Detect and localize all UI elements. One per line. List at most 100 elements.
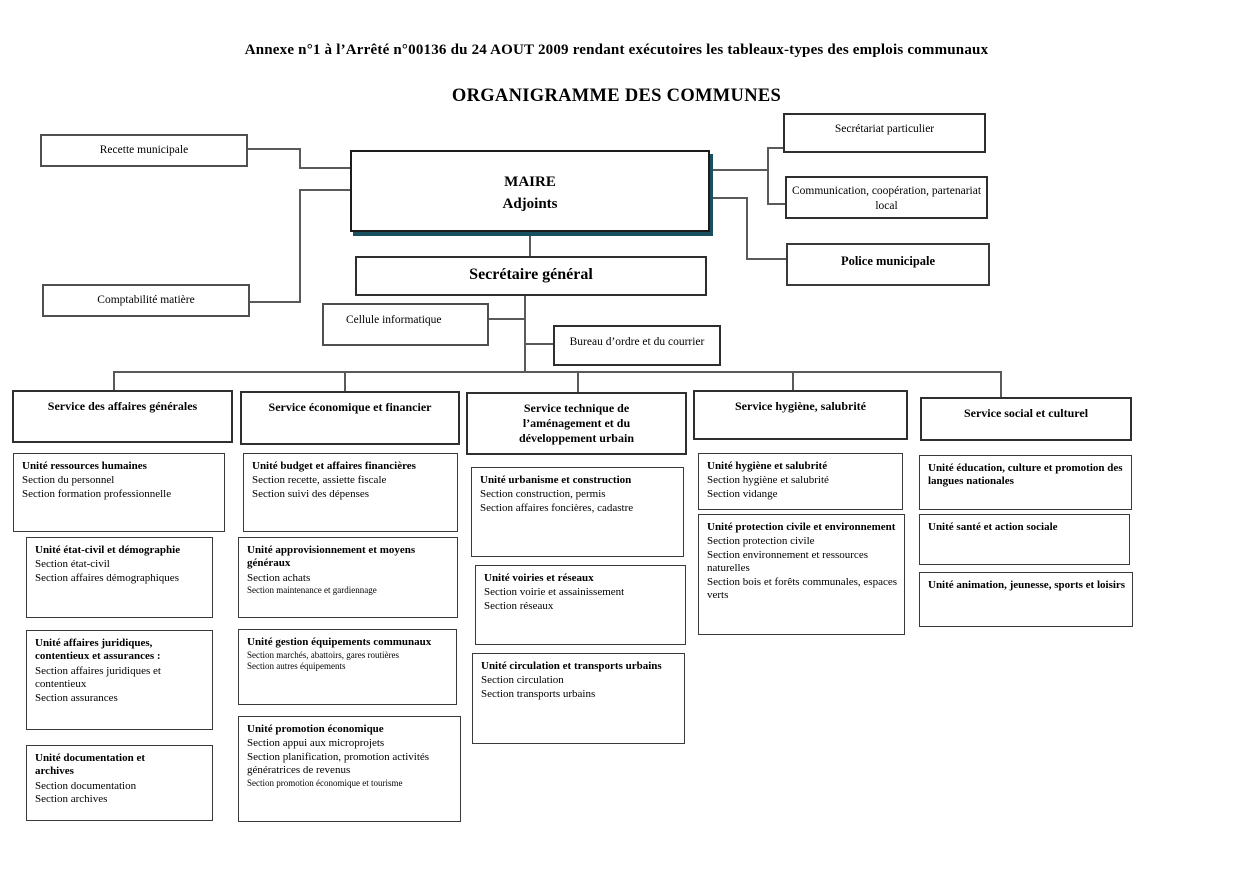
unit-title: Unité voiries et réseaux <box>484 572 594 584</box>
section-line: Section planification, promotion activit… <box>247 750 430 777</box>
node-recette-municipale: Recette municipale <box>40 134 248 167</box>
unit-title: Unité hygiène et salubrité <box>707 460 828 472</box>
connector-secretariat-h <box>767 147 783 149</box>
unit-box-sante-action-sociale: Unité santé et action sociale <box>919 514 1130 565</box>
connector-drop-service2 <box>344 371 346 391</box>
connector-police-h1 <box>708 197 748 199</box>
service-box-technique: Service technique de l’aménagement et du… <box>466 392 687 455</box>
unit-box-education-culture: Unité éducation, culture et promotion de… <box>919 455 1132 510</box>
node-label: Recette municipale <box>99 144 189 156</box>
section-line: Section environnement et ressources natu… <box>707 548 868 575</box>
connector-police-h2 <box>746 258 786 260</box>
section-line: Section formation professionnelle <box>22 487 172 500</box>
service-label: Service hygiène, salubrité <box>735 399 866 413</box>
unit-box-promotion-economique: Unité promotion économique Section appui… <box>238 716 461 822</box>
section-line: Section recette, assiette fiscale <box>252 474 387 487</box>
annexe-title: Annexe n°1 à l’Arrêté n°00136 du 24 AOUT… <box>244 42 989 58</box>
unit-title: Unité santé et action sociale <box>928 521 1058 533</box>
connector-recette-h2 <box>299 167 350 169</box>
section-line: Section voirie et assainissement <box>484 586 625 599</box>
node-communication: Communication, coopération, partenariat … <box>785 176 988 219</box>
service-label: Service des affaires générales <box>47 399 198 413</box>
node-label: Bureau d’ordre et du courrier <box>569 336 705 348</box>
unit-title: Unité éducation, culture et promotion de… <box>928 462 1123 488</box>
node-police-municipale: Police municipale <box>786 243 990 286</box>
service-label: Service technique de l’aménagement et du… <box>518 401 634 445</box>
connector-drop-service5 <box>1000 371 1002 397</box>
connector-comptabilite-v <box>299 189 301 303</box>
section-line: Section promotion économique et tourisme <box>247 777 403 788</box>
maire-line2: Adjoints <box>502 195 558 212</box>
unit-box-voiries-reseaux: Unité voiries et réseaux Section voirie … <box>475 565 686 645</box>
unit-box-protection-civile: Unité protection civile et environnement… <box>698 514 905 635</box>
connector-sg-bus-v <box>524 296 526 373</box>
section-line: Section affaires démographiques <box>35 571 179 584</box>
section-line: Section du personnel <box>22 474 115 487</box>
connector-right-bracket-v <box>767 147 769 205</box>
unit-box-affaires-juridiques: Unité affaires juridiques, contentieux e… <box>26 630 213 730</box>
node-comptabilite-matiere: Comptabilité matière <box>42 284 250 317</box>
section-line: Section assurances <box>35 691 118 704</box>
node-cellule-informatique: Cellule informatique <box>322 303 489 346</box>
connector-police-v <box>746 197 748 260</box>
section-line: Section documentation <box>35 779 137 792</box>
service-box-hygiene-salubrite: Service hygiène, salubrité <box>693 390 908 440</box>
unit-title: Unité documentation et archives <box>35 752 145 778</box>
node-label: Comptabilité matière <box>97 294 195 306</box>
section-line: Section archives <box>35 793 108 806</box>
unit-box-animation-jeunesse: Unité animation, jeunesse, sports et loi… <box>919 572 1133 627</box>
unit-title: Unité approvisionnement et moyens généra… <box>247 544 416 570</box>
connector-recette-h1 <box>247 148 300 150</box>
section-line: Section réseaux <box>484 599 554 612</box>
service-label: Service économique et financier <box>268 400 432 414</box>
unit-title: Unité gestion équipements communaux <box>247 636 432 648</box>
section-line: Section bois et forêts communales, espac… <box>707 575 898 602</box>
node-secretaire-general: Secrétaire général <box>355 256 707 296</box>
unit-title: Unité budget et affaires financières <box>252 460 416 472</box>
unit-box-circulation-transports: Unité circulation et transports urbains … <box>472 653 685 744</box>
connector-recette-v <box>299 148 301 169</box>
service-box-affaires-generales: Service des affaires générales <box>12 390 233 443</box>
unit-title: Unité promotion économique <box>247 723 384 735</box>
connector-services-bus <box>113 371 1002 373</box>
connector-drop-service1 <box>113 371 115 390</box>
node-label: Communication, coopération, partenariat … <box>791 185 982 212</box>
connector-drop-service3 <box>577 371 579 392</box>
section-line: Section état-civil <box>35 558 110 571</box>
unit-box-approvisionnement: Unité approvisionnement et moyens généra… <box>238 537 458 618</box>
node-label: Secrétaire général <box>469 266 593 283</box>
page-title: ORGANIGRAMME DES COMMUNES <box>451 86 782 106</box>
section-line: Section hygiène et salubrité <box>707 474 829 487</box>
section-line: Section construction, permis <box>480 488 606 501</box>
section-line: Section affaires foncières, cadastre <box>480 501 634 514</box>
section-line: Section vidange <box>707 487 778 500</box>
unit-title: Unité animation, jeunesse, sports et loi… <box>928 579 1126 591</box>
section-line: Section circulation <box>481 674 564 687</box>
unit-box-documentation-archives: Unité documentation et archives Section … <box>26 745 213 821</box>
section-line: Section appui aux microprojets <box>247 737 385 750</box>
unit-title: Unité ressources humaines <box>22 460 147 472</box>
maire-line1: MAIRE <box>504 174 556 190</box>
node-label: Police municipale <box>840 254 936 268</box>
connector-maire-sg-v <box>529 232 531 256</box>
unit-box-hygiene-salubrite: Unité hygiène et salubrité Section hygiè… <box>698 453 903 510</box>
connector-drop-service4 <box>792 371 794 390</box>
section-line: Section protection civile <box>707 535 815 548</box>
section-line: Section transports urbains <box>481 687 596 700</box>
service-label: Service social et culturel <box>963 406 1089 420</box>
connector-bureau-h <box>526 343 553 345</box>
section-line: Section suivi des dépenses <box>252 487 370 500</box>
unit-box-ressources-humaines: Unité ressources humaines Section du per… <box>13 453 225 532</box>
unit-title: Unité état-civil et démographie <box>35 544 181 556</box>
node-label: Cellule informatique <box>346 314 442 326</box>
section-line: Section achats <box>247 571 311 584</box>
service-box-social-culturel: Service social et culturel <box>920 397 1132 441</box>
connector-comptabilite-h1 <box>300 189 350 191</box>
section-line: Section autres équipements <box>247 661 346 672</box>
unit-box-budget: Unité budget et affaires financières Sec… <box>243 453 458 532</box>
node-secretariat-particulier: Secrétariat particulier <box>783 113 986 153</box>
unit-box-urbanisme: Unité urbanisme et construction Section … <box>471 467 684 557</box>
connector-comptabilite-h2 <box>250 301 300 303</box>
connector-cellule-h <box>489 318 524 320</box>
